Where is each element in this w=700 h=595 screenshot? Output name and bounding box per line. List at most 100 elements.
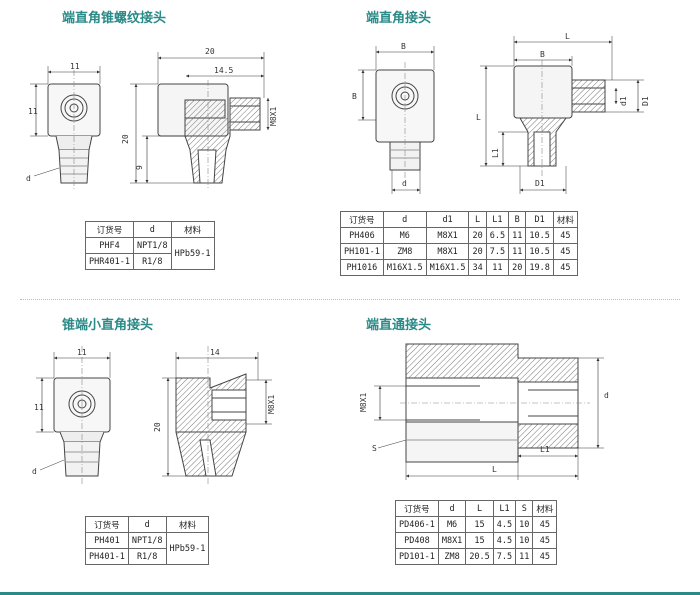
table-cell: 11: [515, 548, 534, 565]
dim-h20-small: 20: [153, 422, 162, 432]
table-header-cell: d: [382, 211, 427, 228]
table-cell: 20.5: [465, 548, 494, 565]
table-cell: PH401-1: [85, 548, 129, 565]
dim-w11: 11: [70, 62, 80, 71]
table-cell: PH101-1: [340, 243, 384, 260]
table-cell: 45: [552, 227, 578, 244]
table-cell: 45: [532, 548, 558, 565]
table-header-cell: L: [468, 211, 487, 228]
table-header-cell: 材料: [532, 500, 558, 517]
table-cell: 20: [468, 227, 487, 244]
table-cell: PD406-1: [395, 516, 439, 533]
dim-d-small: d: [32, 467, 37, 476]
section-title-straight: 端直通接头: [366, 318, 432, 333]
table-cell: 45: [552, 259, 578, 276]
dim-b-top2: B: [540, 50, 545, 59]
table-cell: M16X1.5: [382, 259, 427, 276]
dim-h9: 9: [135, 165, 144, 170]
table-cell: NPT1/8: [127, 532, 167, 549]
table-header-cell: d: [127, 516, 167, 533]
table-cell: M6: [382, 227, 427, 244]
table-header-cell: 订货号: [340, 211, 384, 228]
dim-w11-small: 11: [77, 348, 87, 357]
table-header-row: 订货号 d 材料: [85, 516, 210, 533]
table-cell: 10: [515, 516, 534, 533]
table-cell-material: HPb59-1: [165, 532, 210, 565]
table-cell: 7.5: [492, 548, 517, 565]
table-cell: PD408: [395, 532, 439, 549]
dim-len14: 14: [210, 348, 220, 357]
table-cell: 45: [532, 532, 558, 549]
table-cell: 15: [465, 516, 494, 533]
dim-D1-bottom: D1: [535, 179, 545, 188]
dim-h11: 11: [28, 107, 38, 116]
table-cell: 20: [468, 243, 487, 260]
table-cell: 34: [468, 259, 487, 276]
table-cell: 15: [465, 532, 494, 549]
table-header-cell: 订货号: [395, 500, 439, 517]
table-row: PH401 NPT1/8 HPb59-1: [85, 532, 210, 565]
table-row: PD406-1 M6 15 4.5 10 45: [395, 516, 558, 533]
bottom-accent-bar: [0, 592, 700, 595]
table-cell: PH401: [85, 532, 129, 549]
table-cell: PH1016: [340, 259, 384, 276]
table-cell: PD101-1: [395, 548, 439, 565]
drawing-elbow-cone-front: [30, 66, 101, 190]
spec-table-elbow-small: 订货号 d 材料 PH401 NPT1/8 HPb59-1 PH401-1 R1…: [85, 516, 210, 565]
dim-len14-5: 14.5: [214, 66, 233, 75]
table-cell: 7.5: [485, 243, 510, 260]
table-cell: 10.5: [525, 227, 554, 244]
dim-l: L: [492, 465, 497, 474]
table-cell: 4.5: [492, 532, 517, 549]
table-cell: M8X1: [425, 243, 470, 260]
table-row: PHF4 NPT1/8 HPb59-1: [85, 237, 215, 270]
dim-b-side: B: [352, 92, 357, 101]
table-cell: 10.5: [525, 243, 554, 260]
dim-h20: 20: [121, 134, 130, 144]
table-row: PD408 M8X1 15 4.5 10 45: [395, 532, 558, 549]
table-header-cell: 材料: [552, 211, 578, 228]
dim-d1: d1: [619, 96, 628, 106]
table-cell-material: HPb59-1: [170, 237, 215, 270]
table-cell: M16X1.5: [425, 259, 470, 276]
dim-m8x1-small: M8X1: [267, 395, 276, 414]
table-row: PH101-1 ZM8 M8X1 20 7.5 11 10.5 45: [340, 243, 578, 260]
table-cell: M8X1: [437, 532, 467, 549]
table-header-cell: L1: [492, 500, 517, 517]
table-cell: ZM8: [437, 548, 467, 565]
dim-h11-small: 11: [34, 403, 44, 412]
table-cell: M6: [437, 516, 467, 533]
table-cell: ZM8: [382, 243, 427, 260]
section-divider: [20, 299, 680, 300]
table-header-cell: d1: [425, 211, 470, 228]
table-row: PH406 M6 M8X1 20 6.5 11 10.5 45: [340, 227, 578, 244]
table-header-row: 订货号 d 材料: [85, 221, 215, 238]
drawing-elbow-small-front: [36, 346, 111, 484]
table-cell: 19.8: [525, 259, 554, 276]
table-cell: 4.5: [492, 516, 517, 533]
dim-m8x1-straight: M8X1: [359, 393, 368, 412]
table-header-row: 订货号 d L L1 S 材料: [395, 500, 558, 517]
drawing-straight: [374, 343, 604, 480]
dim-s: S: [372, 444, 377, 453]
table-cell: R1/8: [127, 548, 167, 565]
dim-d-straight: d: [604, 391, 609, 400]
table-header-cell: d: [437, 500, 467, 517]
table-row: PH401-1 R1/8: [85, 548, 209, 565]
table-cell: 11: [508, 243, 527, 260]
dim-d: d: [26, 174, 31, 183]
drawing-elbow-straight-side: [480, 36, 644, 194]
table-header-cell: D1: [525, 211, 554, 228]
dim-m8x1: M8X1: [269, 107, 278, 126]
spec-table-elbow-cone: 订货号 d 材料 PHF4 NPT1/8 HPb59-1 PHR401-1 R1…: [85, 221, 215, 270]
table-cell: 11: [485, 259, 510, 276]
table-header-cell: 订货号: [85, 516, 129, 533]
table-cell: 6.5: [485, 227, 510, 244]
table-row: PD101-1 ZM8 20.5 7.5 11 45: [395, 548, 558, 565]
table-header-cell: 订货号: [85, 221, 134, 238]
spec-table-straight: 订货号 d L L1 S 材料 PD406-1 M6 15 4.5 10 45 …: [395, 500, 558, 565]
drawing-elbow-cone-side: [130, 52, 270, 190]
section-title-elbow-small: 锥端小直角接头: [62, 318, 154, 333]
table-cell: NPT1/8: [132, 237, 172, 254]
drawing-elbow-straight-front: [358, 46, 435, 194]
